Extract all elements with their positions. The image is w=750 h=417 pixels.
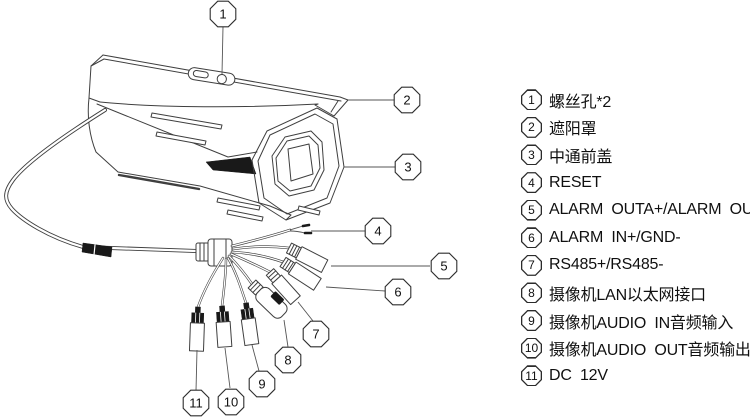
camera-body <box>87 97 292 222</box>
vent-slot <box>155 131 207 146</box>
callout-balloon-7: 7 <box>302 320 330 348</box>
connector-9-audio-in <box>240 302 260 347</box>
legend-label-10: 摄像机AUDIO OUT音频输出 <box>549 342 750 360</box>
rj45-latch <box>270 291 284 305</box>
screw-hole-slot <box>187 67 236 86</box>
svg-text:7: 7 <box>312 327 319 342</box>
legend-label-8: 摄像机LAN以太网接口 <box>549 286 706 304</box>
lens-bezel <box>271 130 325 197</box>
connector-11-dc12v <box>188 306 205 352</box>
legend-label-9: 摄像机AUDIO IN音频输入 <box>549 314 734 332</box>
legend-badge-6: 6 <box>521 227 542 249</box>
legend-badge-9: 9 <box>521 310 542 332</box>
legend-badge-5: 5 <box>521 199 542 221</box>
legend-item-7: 7 RS485+/RS485- <box>521 252 750 280</box>
callout-balloon-10: 10 <box>217 388 245 416</box>
legend-item-10: 10 摄像机AUDIO OUT音频输出 <box>521 334 750 362</box>
breakout-wires <box>196 223 313 309</box>
legend-item-11: 11 DC 12V <box>521 362 750 390</box>
callout-balloon-8: 8 <box>274 346 302 374</box>
legend-badge-8: 8 <box>521 282 542 304</box>
legend-label-5: ALARM OUTA+/ALARM OUTB- <box>549 201 750 219</box>
svg-text:5: 5 <box>440 259 447 274</box>
callout-balloon-5: 5 <box>430 252 458 280</box>
callout-balloon-6: 6 <box>384 278 412 306</box>
connector-6-alarm-in <box>279 256 322 291</box>
sunshade-outline <box>88 54 349 117</box>
legend-label-6: ALARM IN+/GND- <box>549 228 681 246</box>
svg-text:1: 1 <box>219 7 226 22</box>
legend-badge-2: 2 <box>521 116 542 138</box>
connector-8-lan <box>247 279 288 319</box>
vent-wedge <box>205 156 257 175</box>
cable-loop <box>4 108 198 258</box>
legend-badge-1: 1 <box>521 89 542 111</box>
vent-slot <box>150 112 223 130</box>
legend-item-2: 2 遮阳罩 <box>521 114 750 142</box>
legend-label-4: RESET <box>549 173 602 191</box>
connector-10-audio-out <box>215 305 233 348</box>
svg-text:10: 10 <box>224 395 238 410</box>
svg-text:9: 9 <box>258 377 265 392</box>
svg-text:11: 11 <box>189 396 203 411</box>
connector-5-alarm-out <box>286 242 329 273</box>
callout-balloon-9: 9 <box>248 370 276 398</box>
callout-balloon-3: 3 <box>394 153 422 181</box>
vent-slot <box>297 205 321 216</box>
wire-tip <box>301 223 313 235</box>
legend-badge-4: 4 <box>521 172 542 194</box>
legend-badge-7: 7 <box>521 254 542 276</box>
legend-item-3: 3 中通前盖 <box>521 141 750 169</box>
callout-balloon-2: 2 <box>393 86 421 114</box>
callout-balloon-11: 11 <box>182 389 210 417</box>
legend-item-4: 4 RESET <box>521 169 750 197</box>
front-cover <box>251 107 345 221</box>
lens-window <box>287 143 314 182</box>
svg-text:3: 3 <box>404 160 411 175</box>
legend-badge-11: 11 <box>521 365 542 387</box>
vent-slot <box>216 197 261 211</box>
legend-item-9: 9 摄像机AUDIO IN音频输入 <box>521 307 750 335</box>
legend-item-6: 6 ALARM IN+/GND- <box>521 224 750 252</box>
callout-leader-lines <box>195 26 430 392</box>
connector-7-rs485 <box>265 268 301 306</box>
vent-slot <box>226 209 264 222</box>
camera-line-drawing: 1 2 3 4 5 6 7 8 9 10 11 <box>4 0 458 417</box>
legend-label-11: DC 12V <box>549 366 608 384</box>
legend-label-3: 中通前盖 <box>549 148 613 166</box>
svg-text:8: 8 <box>284 353 291 368</box>
legend-badge-10: 10 <box>521 337 542 359</box>
callout-balloon-1: 1 <box>209 0 237 28</box>
svg-text:6: 6 <box>394 285 401 300</box>
legend-badge-3: 3 <box>521 144 542 166</box>
callout-balloon-4: 4 <box>364 217 392 245</box>
svg-text:4: 4 <box>374 224 381 239</box>
legend-label-7: RS485+/RS485- <box>549 256 664 274</box>
legend-item-5: 5 ALARM OUTA+/ALARM OUTB- <box>521 196 750 224</box>
parts-legend: 1 螺丝孔*2 2 遮阳罩 3 中通前盖 4 RESET 5 ALARM OUT… <box>521 86 750 390</box>
legend-label-1: 螺丝孔*2 <box>549 93 612 111</box>
svg-text:2: 2 <box>403 93 410 108</box>
legend-item-8: 8 摄像机LAN以太网接口 <box>521 279 750 307</box>
legend-item-1: 1 螺丝孔*2 <box>521 86 750 114</box>
cable-sleeve <box>81 242 113 258</box>
legend-label-2: 遮阳罩 <box>549 121 597 139</box>
